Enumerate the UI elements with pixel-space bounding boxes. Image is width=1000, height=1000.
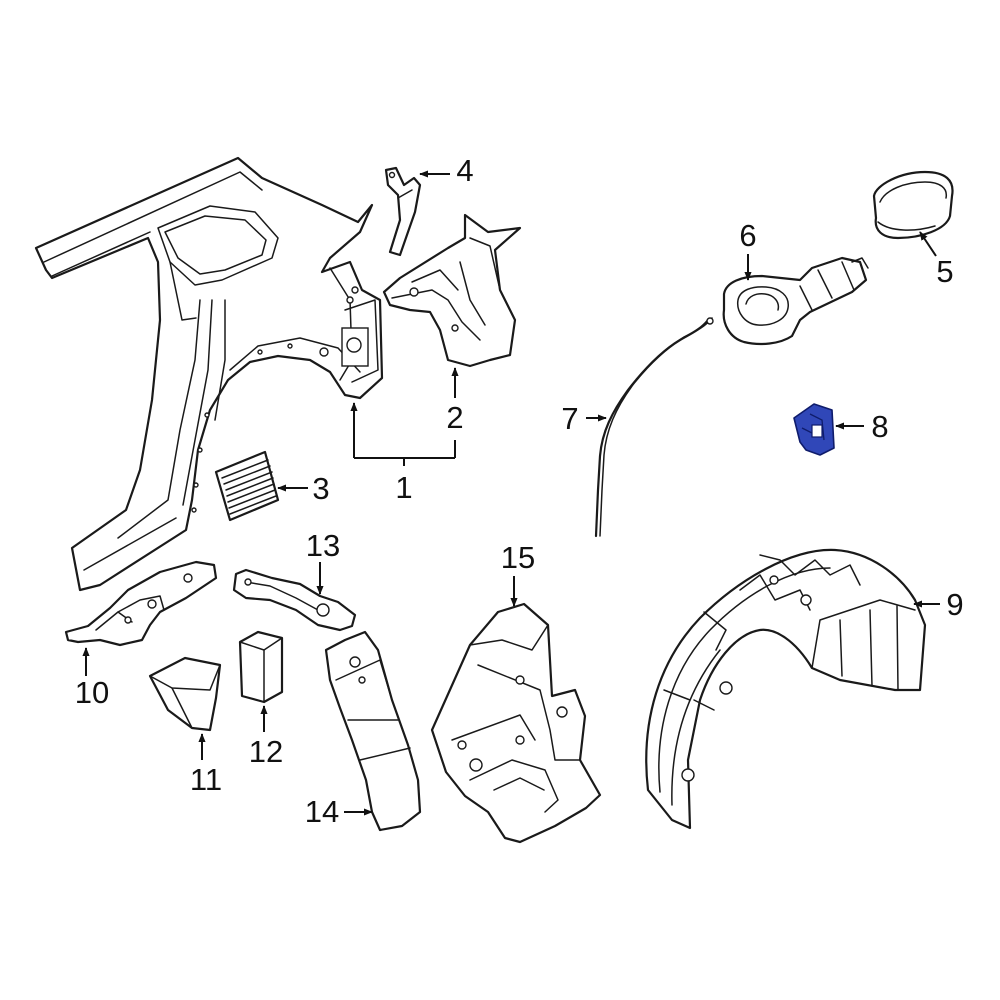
part-15-inner-structure[interactable] (430, 602, 602, 844)
part-10-lower-bracket[interactable] (64, 560, 218, 647)
part-8-clip-highlighted[interactable] (793, 403, 835, 456)
part-13-reinforcement[interactable] (232, 568, 357, 632)
part-3-vent-grille[interactable] (214, 450, 280, 522)
callout-14[interactable]: 14 (305, 794, 339, 829)
callout-5[interactable]: 5 (936, 254, 953, 289)
callout-9[interactable]: 9 (946, 587, 963, 622)
part-4-bracket[interactable] (384, 166, 422, 257)
part-5-fuel-door[interactable] (872, 170, 954, 240)
callout-8[interactable]: 8 (871, 409, 888, 444)
callout-10[interactable]: 10 (75, 675, 109, 710)
callout-labels: 1 2 3 4 5 6 7 8 9 10 11 12 13 14 15 (75, 153, 964, 829)
part-12-foam-block[interactable] (238, 630, 284, 704)
part-1-quarter-panel[interactable] (34, 156, 384, 592)
callout-4[interactable]: 4 (456, 153, 473, 188)
callout-6[interactable]: 6 (739, 218, 756, 253)
callout-15[interactable]: 15 (501, 540, 535, 575)
callout-1[interactable]: 1 (395, 470, 412, 505)
part-9-wheelhouse-liner[interactable] (645, 548, 927, 830)
part-2-pocket-panel[interactable] (382, 213, 522, 368)
callout-12[interactable]: 12 (249, 734, 283, 769)
leader-lines (82, 170, 940, 816)
part-6-filler-housing[interactable] (722, 256, 869, 346)
callout-11[interactable]: 11 (190, 762, 222, 797)
callout-2[interactable]: 2 (446, 400, 463, 435)
callout-13[interactable]: 13 (306, 528, 340, 563)
part-11-splash-shield[interactable] (148, 656, 222, 732)
callout-3[interactable]: 3 (312, 471, 329, 506)
callout-7[interactable]: 7 (561, 401, 578, 436)
part-7-release-cable[interactable] (594, 317, 714, 538)
part-14-inner-panel[interactable] (324, 630, 422, 832)
